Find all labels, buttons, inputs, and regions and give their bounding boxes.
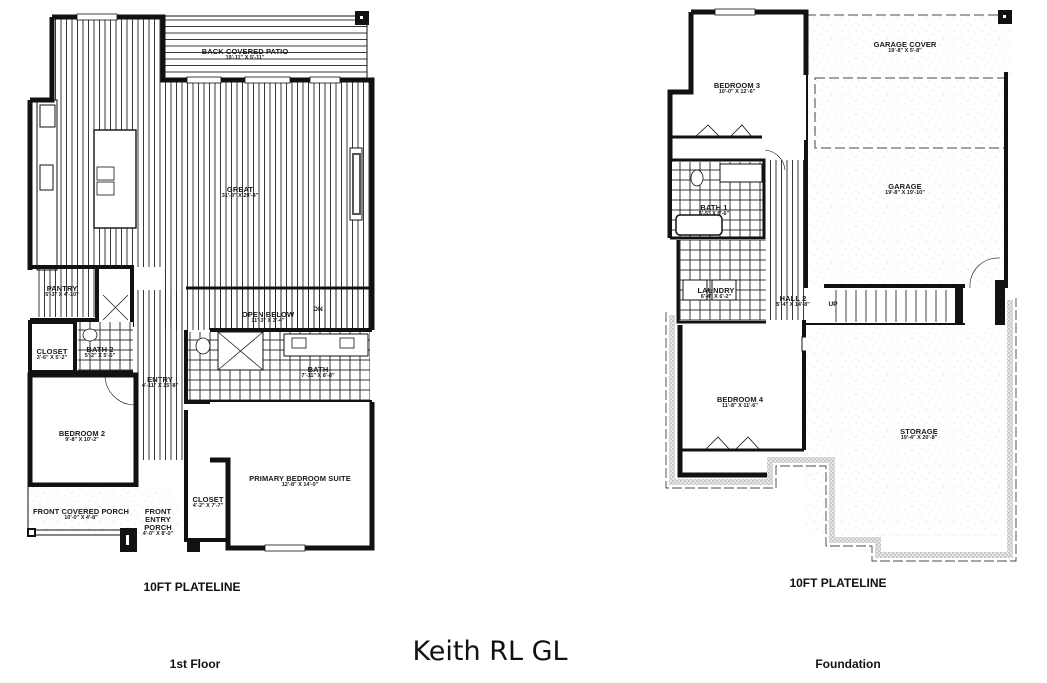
room-label-pantry: PANTRY 5'-3" X 4'-10" [45, 284, 79, 298]
room-label-bedroom-3: BEDROOM 3 10'-0" X 12'-6" [713, 81, 761, 95]
first-floor-caption: 1st Floor [169, 657, 221, 671]
room-label-laundry: LAUNDRY 6'-4" X 6'-2" [697, 286, 735, 300]
room-label-great: GREAT 31'-3" X 29'-4" [221, 185, 259, 199]
room-label-garage-cover: GARAGE COVER 19'-8" X 5'-8" [873, 40, 937, 54]
room-label-bath-1: BATH 1 5'-5" X 8'-6" [698, 203, 730, 217]
foundation-plateline-caption: 10FT PLATELINE [789, 576, 887, 590]
stair-up-label: UP [828, 301, 838, 308]
room-label-entry: ENTRY 4'-11" X 15'-8" [141, 375, 179, 389]
room-label-primary-bath: BATH 7'-11" X 8'-8" [301, 365, 335, 379]
room-label-back-covered-patio: BACK COVERED PATIO 19'-11" X 5'-11" [201, 47, 289, 61]
room-label-hall-2: HALL 2 5'-4" X 14'-8" [776, 294, 810, 308]
room-label-bedroom-2: BEDROOM 2 9'-8" X 10'-2" [58, 429, 106, 443]
first-floor-plan [27, 11, 375, 552]
foundation-caption: Foundation [815, 657, 881, 671]
stair-dn-label: DN [313, 306, 323, 313]
room-label-garage: GARAGE 19'-8" X 19'-10" [885, 182, 925, 196]
room-label-closet-2: CLOSET 4'-2" X 7'-7" [192, 495, 224, 509]
room-label-front-entry-porch: FRONT ENTRY PORCH 4'-0" X 8'-0" [142, 507, 174, 537]
room-label-primary-bedroom-suite: PRIMARY BEDROOM SUITE 12'-8" X 14'-0" [249, 474, 351, 488]
room-label-bedroom-4: BEDROOM 4 11'-8" X 11'-6" [716, 395, 764, 409]
room-label-front-covered-porch: FRONT COVERED PORCH 10'-0" X 4'-8" [32, 507, 130, 521]
room-label-closet-1: CLOSET 3'-6" X 5'-2" [36, 347, 68, 361]
first-floor-plateline-caption: 10FT PLATELINE [143, 580, 241, 594]
plan-title: Keith RL GL [412, 636, 568, 667]
foundation-plan [665, 8, 1017, 562]
room-label-storage: STORAGE 19'-4" X 20'-8" [900, 427, 938, 441]
room-label-open-below: OPEN BELOW 11'-3" X 3'-4" [241, 310, 295, 324]
room-label-bath-2: BATH 2 5'-2" X 5'-6" [84, 345, 116, 359]
